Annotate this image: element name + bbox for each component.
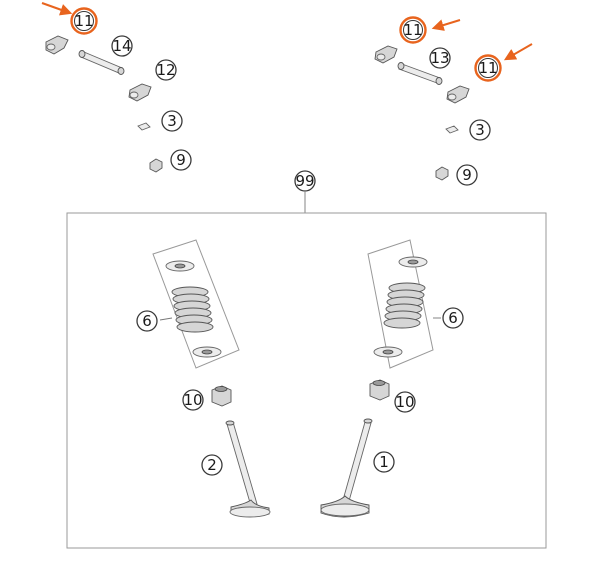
svg-text:11: 11 <box>74 12 93 30</box>
assembly-frame <box>66 212 547 549</box>
svg-text:3: 3 <box>475 121 485 139</box>
svg-text:11: 11 <box>403 21 422 39</box>
svg-text:11: 11 <box>478 59 497 77</box>
arrow-icon <box>41 2 73 16</box>
valve-left <box>225 420 271 518</box>
keeper-left <box>149 158 163 173</box>
callout-3-left: 3 <box>161 110 183 132</box>
callout-3-right: 3 <box>469 119 491 141</box>
svg-text:3: 3 <box>167 112 177 130</box>
rocker-arm-right-top <box>374 45 398 64</box>
callout-11-left: 11 <box>70 7 98 35</box>
callout-11-right-top: 11 <box>399 16 427 44</box>
callout-6-left: 6 <box>136 310 158 332</box>
svg-text:6: 6 <box>142 312 152 330</box>
callout-6-right: 6 <box>442 307 464 329</box>
arrow-icon <box>431 19 461 31</box>
svg-text:9: 9 <box>462 166 472 184</box>
callout-1: 1 <box>373 451 395 473</box>
svg-text:10: 10 <box>183 391 202 409</box>
callout-10-right: 10 <box>394 391 416 413</box>
rocker-arm-right-bottom <box>446 85 470 104</box>
svg-text:14: 14 <box>112 37 131 55</box>
svg-text:99: 99 <box>295 172 314 190</box>
callout-12: 12 <box>155 59 177 81</box>
svg-text:12: 12 <box>156 61 175 79</box>
svg-text:9: 9 <box>176 151 186 169</box>
pad-left <box>137 122 151 131</box>
svg-text:10: 10 <box>395 393 414 411</box>
svg-text:1: 1 <box>379 453 389 471</box>
callout-10-left: 10 <box>182 389 204 411</box>
pad-right <box>445 125 459 134</box>
rocker-arm-left <box>45 35 69 55</box>
keeper-right <box>435 166 449 181</box>
rocker-shaft-right <box>397 62 443 85</box>
rocker-arm-left-lower <box>128 83 152 102</box>
arrow-icon <box>503 43 533 61</box>
stem-seal-right <box>369 379 390 401</box>
callout-9-right: 9 <box>456 164 478 186</box>
callout-99: 99 <box>294 170 316 192</box>
stem-seal-left <box>211 385 232 407</box>
spring-box-left <box>152 239 240 369</box>
callout-13: 13 <box>429 47 451 69</box>
svg-text:6: 6 <box>448 309 458 327</box>
callout-11-right-bottom: 11 <box>474 54 502 82</box>
rocker-shaft-left <box>78 50 125 75</box>
valve-right <box>320 418 373 518</box>
spring-box-right <box>367 239 434 369</box>
svg-text:13: 13 <box>430 49 449 67</box>
callout-2: 2 <box>201 454 223 476</box>
svg-text:2: 2 <box>207 456 217 474</box>
callout-9-left: 9 <box>170 149 192 171</box>
callout-14: 14 <box>111 35 133 57</box>
